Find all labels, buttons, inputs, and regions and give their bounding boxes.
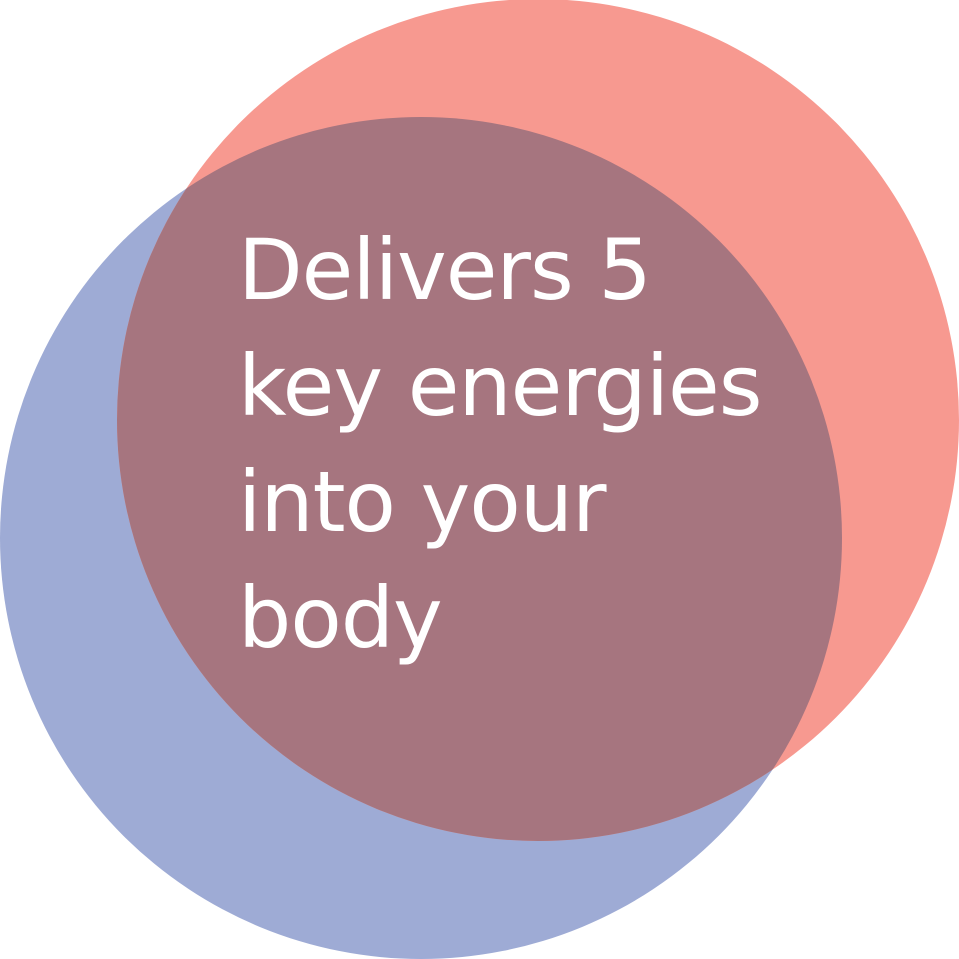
- caption-line-1: Delivers 5: [238, 221, 652, 319]
- caption-line-3: into your: [238, 453, 606, 551]
- caption-line-4: body: [238, 569, 443, 667]
- caption-text: Delivers 5 key energies into your body: [238, 212, 798, 676]
- caption-line-2: key energies: [238, 337, 763, 435]
